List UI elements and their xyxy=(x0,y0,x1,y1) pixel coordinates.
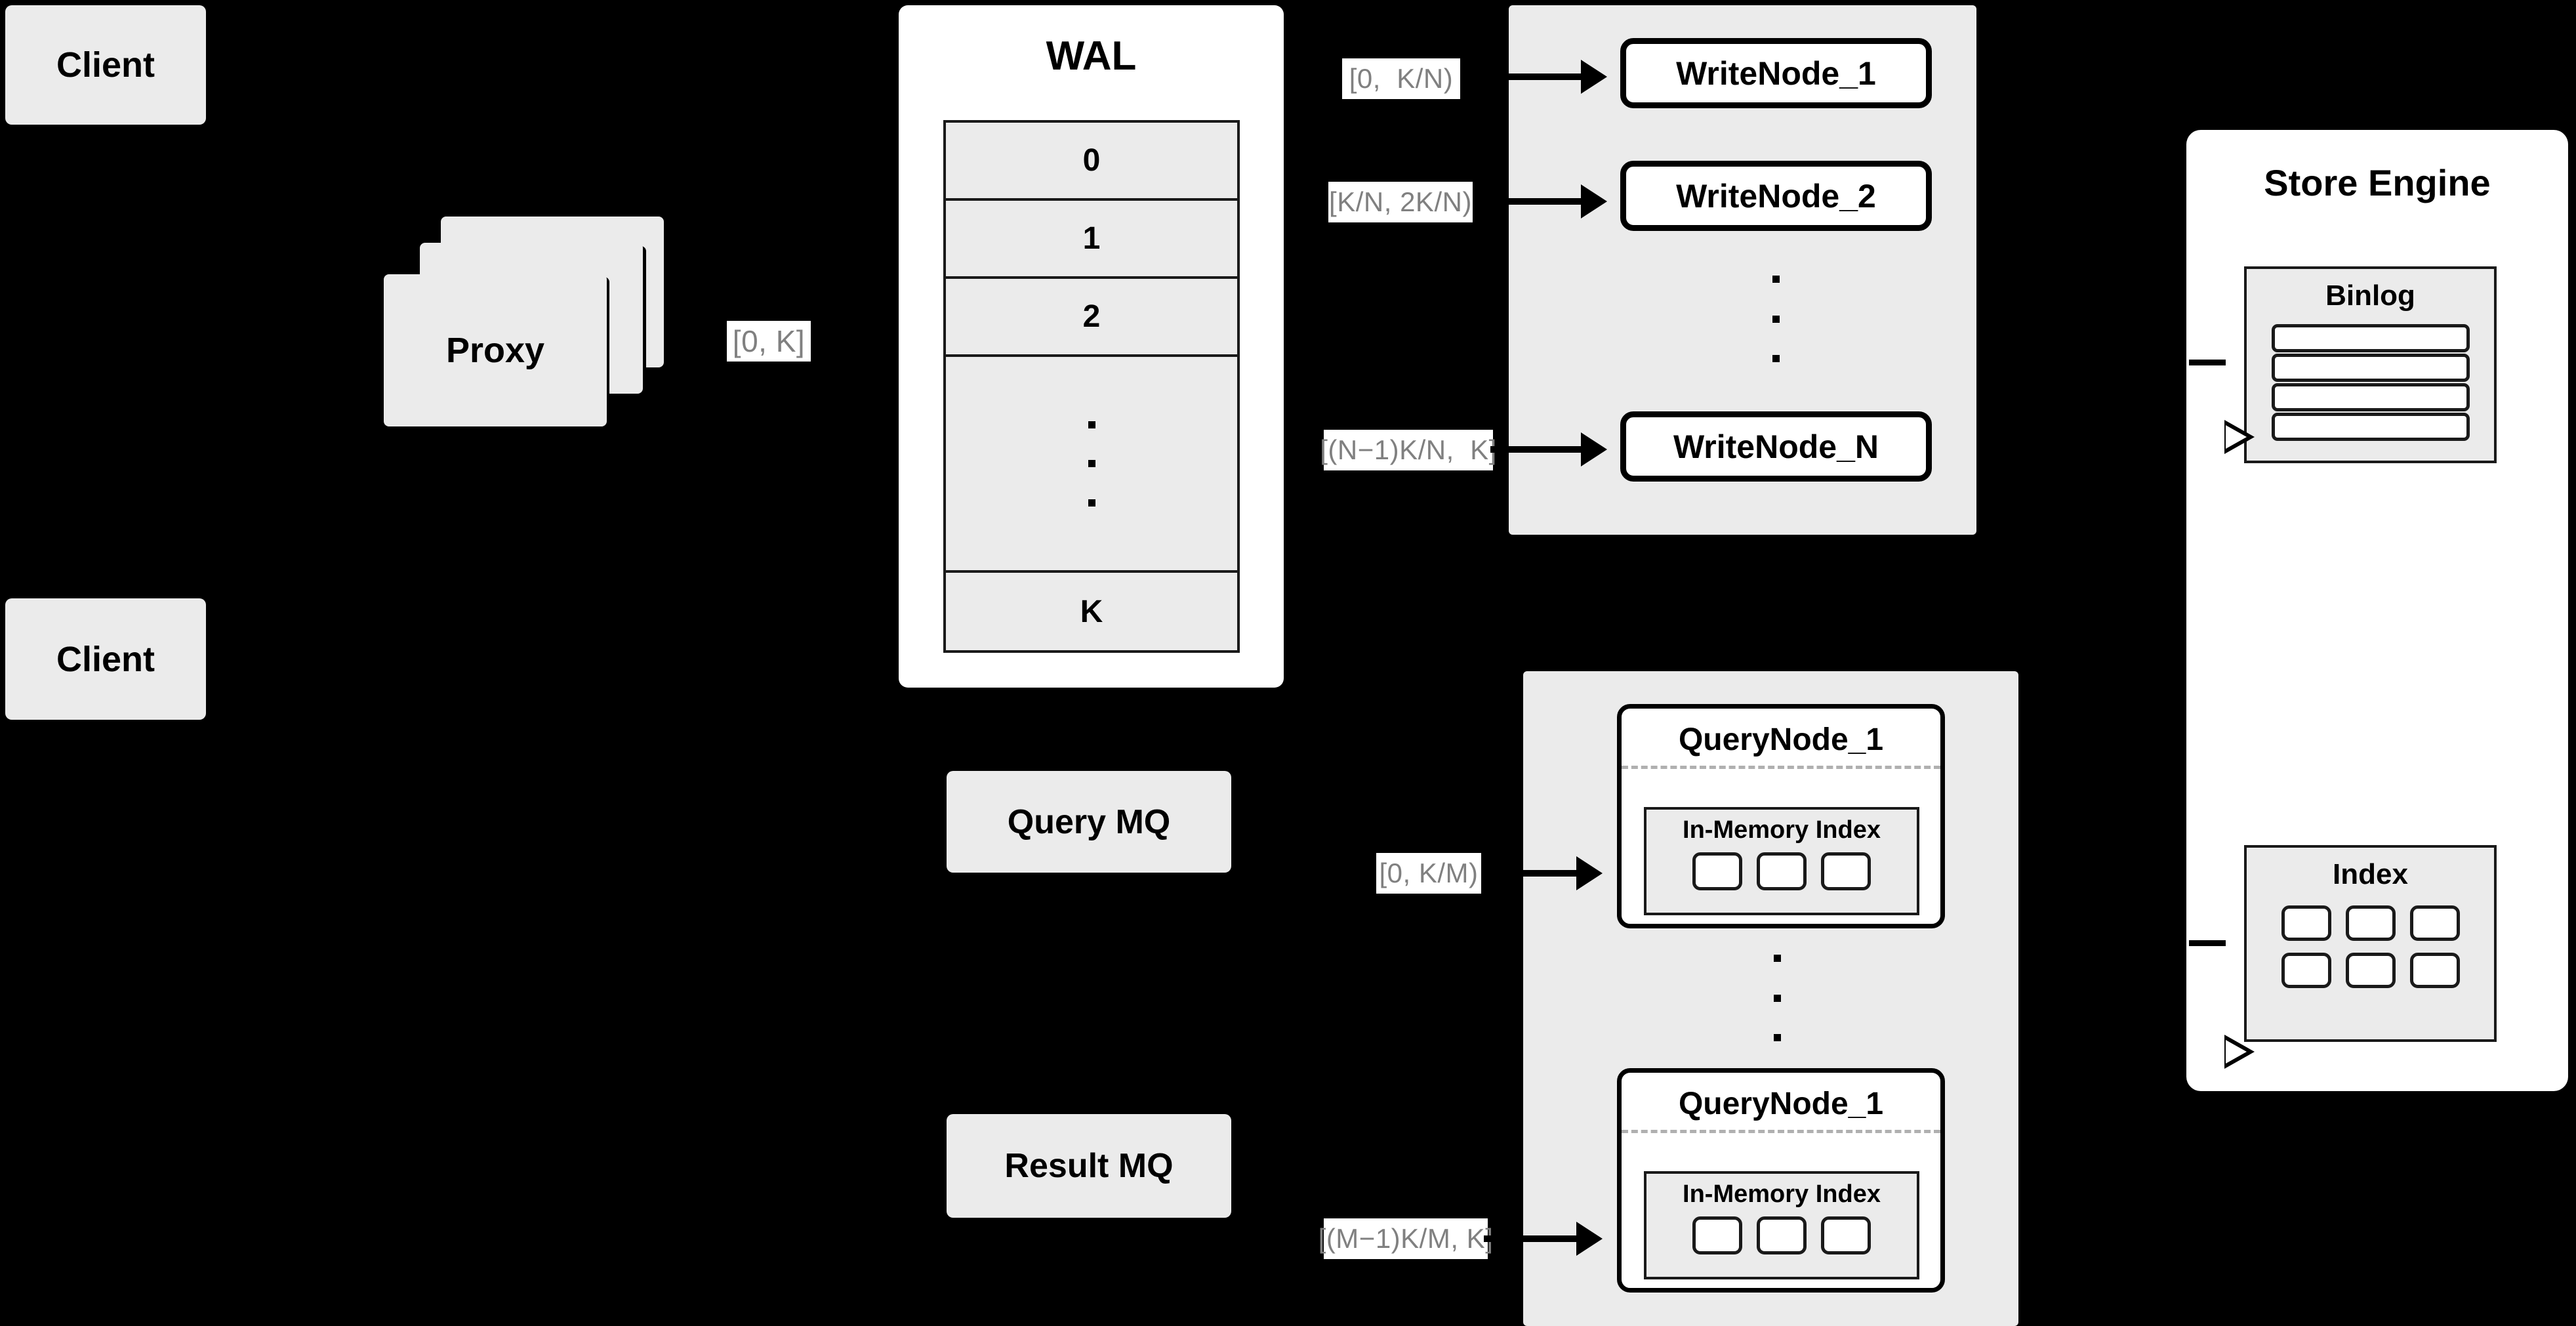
store-engine-title: Store Engine xyxy=(2264,162,2491,203)
index-cell xyxy=(2345,953,2396,988)
index-cell xyxy=(1757,852,1807,890)
in-memory-index-panel: In-Memory Index xyxy=(1644,807,1919,915)
arrow-line-writenode-1 xyxy=(1469,73,1584,80)
arrow-line-writenode-2 xyxy=(1475,198,1584,205)
wal-container: WAL 0 1 2 K xyxy=(899,5,1284,688)
binlog-row xyxy=(2271,413,2470,441)
wal-row: 0 xyxy=(943,120,1240,201)
edge-label-mq-to-querynode-1: [0, K/M) xyxy=(1376,853,1481,894)
arrow-line-index xyxy=(2189,940,2226,946)
binlog-row xyxy=(2271,354,2470,382)
binlog-panel: Binlog xyxy=(2244,266,2497,463)
query-node-divider xyxy=(1622,766,1940,769)
index-cell xyxy=(2281,905,2331,941)
edge-label-wal-to-writenode-n: [(N−1)K/N, K] xyxy=(1320,430,1496,470)
index-cell xyxy=(2345,905,2396,941)
index-cell xyxy=(2409,953,2460,988)
client-box-top: Client xyxy=(5,5,206,125)
arrow-line-writenode-n xyxy=(1490,446,1584,453)
wal-title: WAL xyxy=(1046,33,1137,79)
client-label: Client xyxy=(56,45,155,85)
index-cell xyxy=(1821,852,1871,890)
result-mq-box[interactable]: Result MQ xyxy=(947,1114,1231,1218)
query-node-title: QueryNode_1 xyxy=(1678,722,1884,757)
proxy-box[interactable]: Proxy xyxy=(384,274,607,426)
binlog-title: Binlog xyxy=(2325,280,2415,312)
proxy-label: Proxy xyxy=(445,331,545,370)
write-node-1[interactable]: WriteNode_1 xyxy=(1620,38,1932,108)
store-engine-container: Store Engine Binlog Index xyxy=(2186,130,2568,1091)
write-node-2[interactable]: WriteNode_2 xyxy=(1620,161,1932,231)
wal-row-list: 0 1 2 K xyxy=(943,120,1240,653)
binlog-row xyxy=(2271,324,2470,352)
arrow-head-querynode-1 xyxy=(1576,856,1603,890)
wal-row: 2 xyxy=(943,279,1240,357)
wal-row-ellipsis xyxy=(943,357,1240,573)
index-cell xyxy=(1692,852,1742,890)
query-node-ellipsis xyxy=(1772,955,1782,1041)
arrow-line-querynode-1 xyxy=(1481,870,1580,877)
arrow-head-index xyxy=(2224,1035,2255,1069)
index-cell xyxy=(2281,953,2331,988)
client-box-bottom: Client xyxy=(5,598,206,720)
query-node-divider xyxy=(1622,1130,1940,1133)
index-cell xyxy=(2409,905,2460,941)
edge-label-wal-to-writenode-1: [0, K/N) xyxy=(1342,58,1460,99)
write-node-n[interactable]: WriteNode_N xyxy=(1620,411,1932,482)
edge-label-proxy-to-wal: [0, K] xyxy=(727,321,811,362)
in-memory-index-title: In-Memory Index xyxy=(1683,1180,1881,1208)
arrow-head-writenode-2 xyxy=(1581,184,1607,218)
arrow-head-writenode-n xyxy=(1581,432,1607,466)
write-node-ellipsis xyxy=(1771,276,1780,362)
query-node-2[interactable]: QueryNode_1 In-Memory Index xyxy=(1617,1068,1945,1293)
arrow-head-binlog xyxy=(2224,420,2255,454)
arrow-line-binlog xyxy=(2189,360,2226,365)
query-mq-box[interactable]: Query MQ xyxy=(947,771,1231,873)
wal-row: K xyxy=(943,573,1240,653)
index-cell xyxy=(1692,1216,1742,1254)
edge-label-wal-to-writenode-2: [K/N, 2K/N) xyxy=(1328,182,1473,222)
client-label: Client xyxy=(56,639,155,679)
arrow-head-writenode-1 xyxy=(1581,60,1607,94)
edge-label-mq-to-querynode-m: [(M−1)K/M, K] xyxy=(1319,1218,1493,1259)
in-memory-index-panel: In-Memory Index xyxy=(1644,1171,1919,1279)
query-node-title: QueryNode_1 xyxy=(1678,1087,1884,1121)
query-node-1[interactable]: QueryNode_1 In-Memory Index xyxy=(1617,704,1945,928)
arrow-line-querynode-m xyxy=(1484,1235,1580,1242)
index-cell xyxy=(1757,1216,1807,1254)
wal-row: 1 xyxy=(943,201,1240,279)
arrow-head-querynode-m xyxy=(1576,1222,1603,1256)
index-title: Index xyxy=(2333,858,2408,890)
index-panel: Index xyxy=(2244,845,2497,1042)
in-memory-index-title: In-Memory Index xyxy=(1683,816,1881,844)
binlog-row xyxy=(2271,383,2470,411)
index-cell xyxy=(1821,1216,1871,1254)
